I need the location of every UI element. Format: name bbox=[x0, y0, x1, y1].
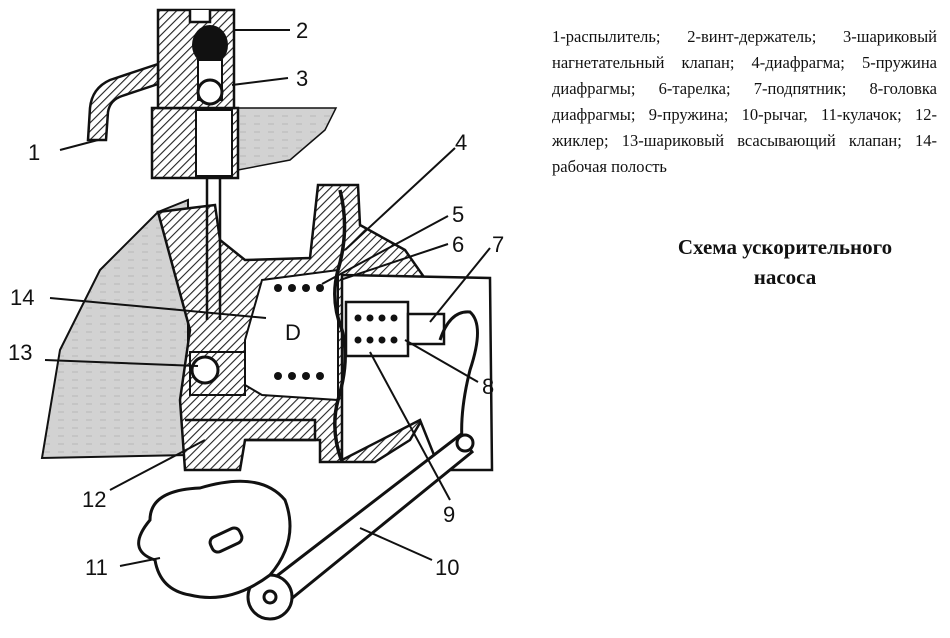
label-3: 3 bbox=[296, 66, 308, 91]
suction-ball-valve bbox=[190, 355, 220, 385]
sprayer-tube bbox=[86, 62, 160, 142]
label-4: 4 bbox=[455, 130, 467, 155]
accelerator-pump-diagram: D bbox=[8, 8, 504, 621]
roller-axle bbox=[262, 589, 278, 605]
upper-fuel-area bbox=[237, 107, 338, 171]
label-12: 12 bbox=[82, 487, 106, 512]
delivery-ball-valve bbox=[196, 78, 224, 106]
diagram-caption: Схема ускорительного насоса bbox=[640, 232, 930, 292]
label-13: 13 bbox=[8, 340, 32, 365]
cam-slot bbox=[208, 526, 244, 554]
label-10: 10 bbox=[435, 555, 459, 580]
label-11: 11 bbox=[85, 555, 108, 580]
parts-legend: 1-распылитель; 2-винт-держатель; 3-шарик… bbox=[552, 27, 937, 176]
screw-slot bbox=[188, 10, 212, 24]
sprayer-bore bbox=[195, 109, 233, 177]
suction-channel bbox=[185, 418, 317, 442]
diaphragm bbox=[333, 189, 347, 463]
label-1: 1 bbox=[28, 140, 40, 165]
caption-line-2: насоса bbox=[753, 265, 817, 289]
label-14: 14 bbox=[10, 285, 34, 310]
label-8: 8 bbox=[482, 374, 494, 399]
lever-upper bbox=[438, 310, 479, 441]
fuel-chamber bbox=[40, 198, 189, 460]
thrust-bearing bbox=[406, 312, 446, 346]
label-7: 7 bbox=[492, 232, 504, 257]
head-spring bbox=[354, 314, 398, 344]
label-6: 6 bbox=[452, 232, 464, 257]
label-5: 5 bbox=[452, 202, 464, 227]
valve-seat bbox=[189, 351, 246, 396]
leader-lines bbox=[44, 29, 491, 567]
diaphragm-spring bbox=[274, 284, 324, 380]
cavity-mark: D bbox=[285, 320, 301, 345]
lever-pivot bbox=[455, 433, 475, 453]
caption-line-1: Схема ускорительного bbox=[677, 235, 893, 259]
upper-ball bbox=[192, 25, 228, 65]
label-9: 9 bbox=[443, 502, 455, 527]
label-2: 2 bbox=[296, 18, 308, 43]
spring-plate bbox=[344, 300, 410, 358]
